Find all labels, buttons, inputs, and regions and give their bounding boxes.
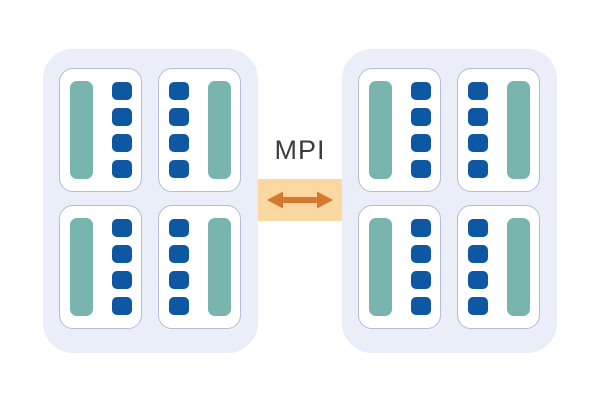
core-square xyxy=(169,108,189,126)
core-column xyxy=(468,219,488,315)
mpi-label: MPI xyxy=(274,135,326,165)
core-square xyxy=(169,297,189,315)
core-square xyxy=(468,271,488,289)
core-square xyxy=(411,82,431,100)
core-square xyxy=(112,160,132,178)
socket xyxy=(158,68,241,192)
socket xyxy=(358,205,441,329)
teal-bar xyxy=(369,218,392,316)
core-square xyxy=(468,297,488,315)
core-square xyxy=(411,297,431,315)
socket xyxy=(457,205,540,329)
core-square xyxy=(112,108,132,126)
core-square xyxy=(169,82,189,100)
core-square xyxy=(468,245,488,263)
core-column xyxy=(169,219,189,315)
core-square xyxy=(411,271,431,289)
core-square xyxy=(169,134,189,152)
core-square xyxy=(411,245,431,263)
teal-bar xyxy=(369,81,392,179)
compute-node-right xyxy=(342,49,557,353)
double-arrow-icon xyxy=(267,191,333,209)
teal-bar xyxy=(507,218,530,316)
core-column xyxy=(112,219,132,315)
core-square xyxy=(468,134,488,152)
teal-bar xyxy=(208,81,231,179)
compute-node-left xyxy=(43,49,258,353)
core-column xyxy=(112,82,132,178)
core-square xyxy=(411,134,431,152)
core-square xyxy=(169,160,189,178)
core-square xyxy=(112,271,132,289)
core-column xyxy=(169,82,189,178)
socket xyxy=(158,205,241,329)
teal-bar xyxy=(208,218,231,316)
core-square xyxy=(169,219,189,237)
core-square xyxy=(468,82,488,100)
core-square xyxy=(169,271,189,289)
socket xyxy=(457,68,540,192)
core-square xyxy=(468,108,488,126)
mpi-interconnect-band xyxy=(258,179,342,221)
teal-bar xyxy=(70,81,93,179)
teal-bar xyxy=(507,81,530,179)
socket xyxy=(358,68,441,192)
socket xyxy=(59,205,142,329)
core-square xyxy=(112,219,132,237)
core-column xyxy=(411,82,431,178)
socket xyxy=(59,68,142,192)
core-column xyxy=(468,82,488,178)
core-square xyxy=(411,108,431,126)
core-square xyxy=(112,82,132,100)
core-square xyxy=(112,245,132,263)
core-square xyxy=(112,297,132,315)
core-square xyxy=(169,245,189,263)
core-square xyxy=(411,160,431,178)
teal-bar xyxy=(70,218,93,316)
core-square xyxy=(411,219,431,237)
core-square xyxy=(468,160,488,178)
core-square xyxy=(468,219,488,237)
core-column xyxy=(411,219,431,315)
core-square xyxy=(112,134,132,152)
